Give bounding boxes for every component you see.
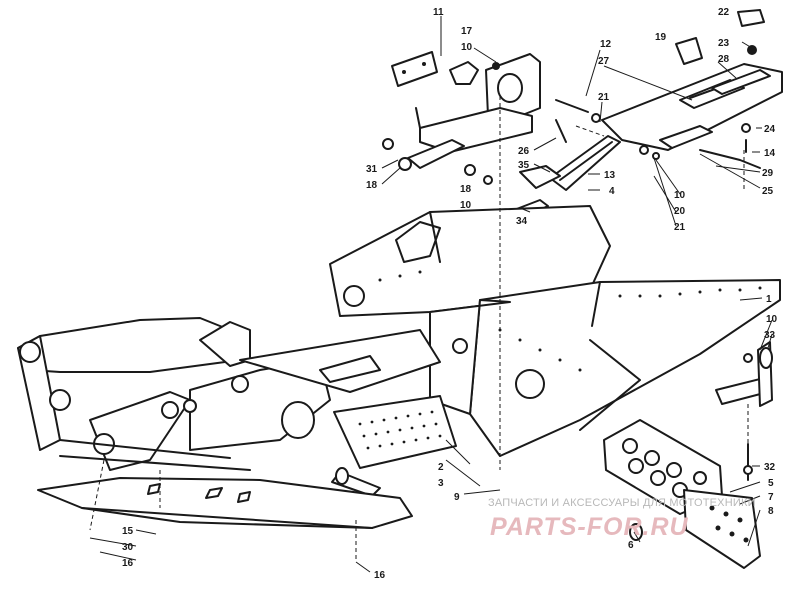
- bracket-assembly-upper-left: [382, 51, 541, 185]
- callout-25: 25: [762, 186, 774, 197]
- callout-18-left: 18: [366, 180, 378, 191]
- callout-21: 21: [598, 92, 610, 103]
- watermark-logo: PARTS-FOR.RU: [490, 513, 689, 541]
- callout-2: 2: [438, 462, 444, 473]
- callout-24: 24: [764, 124, 776, 135]
- callout-28: 28: [718, 54, 730, 65]
- callout-31: 31: [366, 164, 378, 175]
- callout-27: 27: [598, 56, 610, 67]
- callout-19: 19: [655, 32, 667, 43]
- callout-3: 3: [438, 478, 444, 489]
- callout-16-bottom: 16: [374, 570, 386, 581]
- callout-16-left: 16: [122, 558, 134, 569]
- callout-6: 6: [628, 540, 634, 551]
- callout-17: 17: [461, 26, 473, 37]
- callout-7: 7: [768, 492, 774, 503]
- callout-15: 15: [122, 526, 134, 537]
- callout-11: 11: [433, 7, 444, 18]
- callout-10-center: 10: [460, 200, 472, 211]
- rear-seat-support-assembly: [555, 9, 783, 169]
- callout-20: 20: [674, 206, 686, 217]
- callout-10-far-right: 10: [766, 314, 778, 325]
- right-bracket-assembly: [603, 341, 773, 569]
- callout-5: 5: [768, 478, 774, 489]
- callout-26: 26: [518, 146, 530, 157]
- main-chassis-tunnel: [329, 205, 781, 457]
- callout-13: 13: [604, 170, 616, 181]
- callout-23: 23: [718, 38, 730, 49]
- callout-30: 30: [122, 542, 134, 553]
- callout-8: 8: [768, 506, 774, 517]
- callout-18-center: 18: [460, 184, 472, 195]
- callout-32: 32: [764, 462, 776, 473]
- callout-29: 29: [762, 168, 774, 179]
- assembly-lines: [89, 96, 749, 560]
- front-frame-structure: [17, 317, 457, 497]
- callout-33: 33: [764, 330, 776, 341]
- callout-35: 35: [518, 160, 530, 171]
- watermark-caption: ЗАПЧАСТИ И АКСЕССУАРЫ ДЛЯ МОТОТЕХНИКИ: [488, 497, 756, 509]
- callout-34: 34: [516, 216, 528, 227]
- callout-9: 9: [454, 492, 460, 503]
- callout-12: 12: [600, 39, 612, 50]
- leader-lines: [89, 16, 773, 573]
- belly-pan: [37, 477, 413, 529]
- callout-10: 10: [461, 42, 473, 53]
- callout-10-right: 10: [674, 190, 686, 201]
- callout-1: 1: [766, 294, 772, 305]
- callout-22: 22: [718, 7, 730, 18]
- callout-4: 4: [609, 186, 615, 197]
- callout-14: 14: [764, 148, 776, 159]
- hitch-bracket-assembly: [513, 119, 621, 219]
- callout-labels: 11 17 10 12 27 21 19 22 23 28 24 14 29 2…: [122, 7, 778, 581]
- callout-21-right: 21: [674, 222, 686, 233]
